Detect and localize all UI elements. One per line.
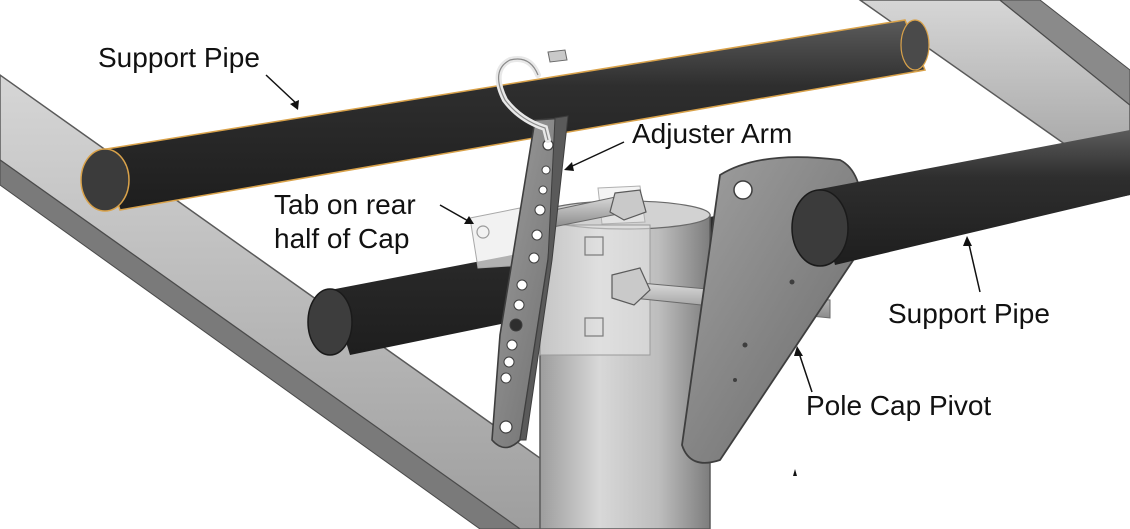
support-pipe-upper [80,19,930,212]
leader-adjuster-arm [564,141,625,171]
leader-support-pipe-top [265,74,299,110]
leader-pole-cap-pivot [794,346,813,393]
adjuster-arm [491,115,569,449]
leader-support-pipe-right [963,236,981,293]
label-adjuster-arm: Adjuster Arm [632,118,793,149]
label-pole-cap-pivot: Pole Cap Pivot [806,390,992,421]
leader-tab-on-rear [439,204,474,224]
label-tab-on-rear-half-of-cap: Tab on rear half of Cap [274,189,416,254]
small-marker [793,469,797,476]
label-support-pipe-top: Support Pipe [98,42,260,73]
label-support-pipe-right: Support Pipe [888,298,1050,329]
support-pipe-right-end [791,130,1130,267]
j-hook [495,49,568,143]
